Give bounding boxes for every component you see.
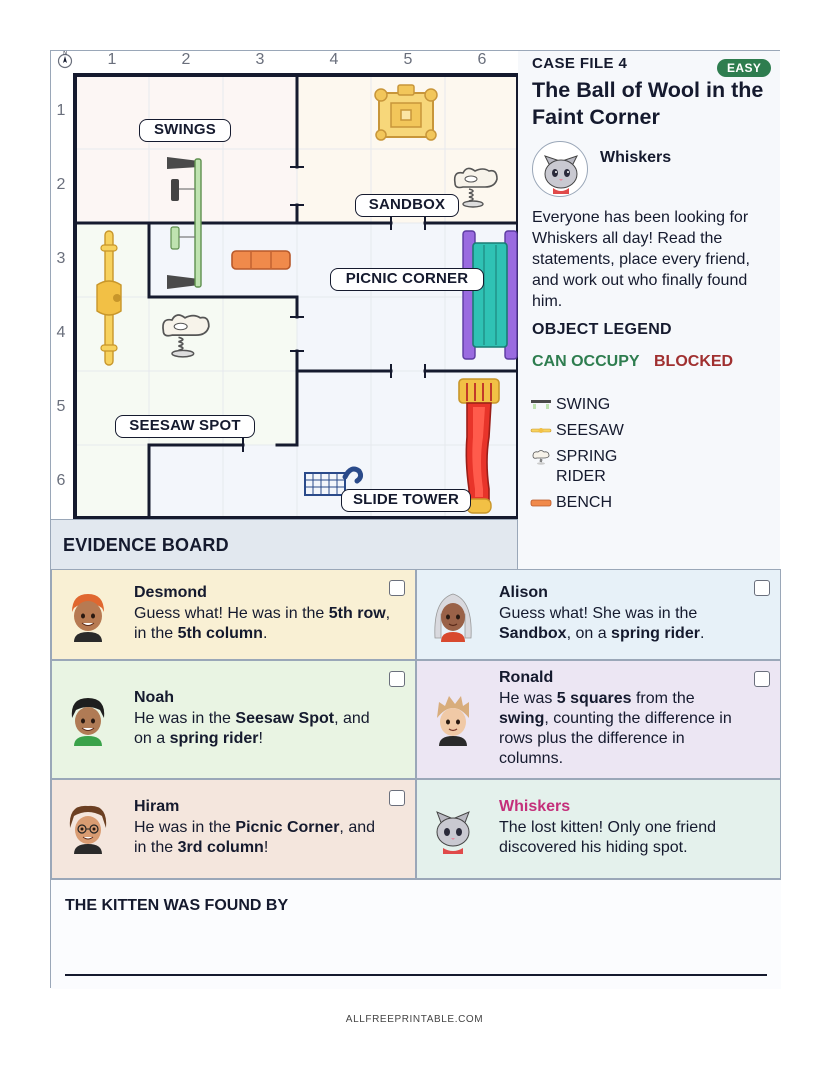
friend-name: Alison xyxy=(499,584,548,601)
kitten-icon xyxy=(544,155,578,194)
solved-checkbox[interactable] xyxy=(389,790,405,806)
row-label: 5 xyxy=(56,398,66,415)
answer-section: THE KITTEN WAS FOUND BY xyxy=(51,879,781,989)
friend-name: Desmond xyxy=(134,584,207,601)
swing-icon xyxy=(167,157,202,289)
spring-rider-icon xyxy=(532,450,550,465)
svg-text:N: N xyxy=(63,51,67,57)
solved-checkbox[interactable] xyxy=(754,671,770,687)
friend-statement: He was in the Picnic Corner, and in the … xyxy=(134,819,376,856)
hiram-avatar xyxy=(69,805,107,854)
whiskers-portrait xyxy=(532,141,588,197)
playground-map: N 1 2 3 4 5 6 1 2 3 4 5 6 xyxy=(51,51,518,519)
evidence-card-noah: Noah He was in the Seesaw Spot, and on a… xyxy=(51,660,416,779)
bench-icon xyxy=(231,250,291,270)
solved-checkbox[interactable] xyxy=(754,580,770,596)
evidence-card-hiram: Hiram He was in the Picnic Corner, and i… xyxy=(51,779,416,879)
legend-can-occupy: CAN OCCUPY xyxy=(532,353,640,370)
case-intro: Everyone has been looking for Whiskers a… xyxy=(532,209,750,310)
evidence-board-header: EVIDENCE BOARD xyxy=(51,519,518,569)
friend-name: Hiram xyxy=(134,798,180,815)
spring-rider-icon xyxy=(453,167,498,208)
legend-item-swing: SWING xyxy=(530,395,636,415)
friend-statement: Guess what! She was in the Sandbox, on a… xyxy=(499,605,705,642)
character-name: Whiskers xyxy=(600,149,672,166)
case-info-panel: CASE FILE 4 EASY The Ball of Wool in the… xyxy=(518,51,780,569)
answer-line[interactable] xyxy=(65,974,767,976)
friend-statement: He was 5 squares from the swing, countin… xyxy=(499,690,732,767)
case-file-number: CASE FILE 4 xyxy=(532,55,628,72)
column-label: 5 xyxy=(403,51,413,68)
seesaw-floor xyxy=(75,445,149,519)
evidence-board-title: EVIDENCE BOARD xyxy=(63,535,229,555)
zone-label-slide-tower: SLIDE TOWER xyxy=(341,489,471,512)
zone-label-picnic-corner: PICNIC CORNER xyxy=(330,268,484,291)
friend-name: Whiskers xyxy=(499,798,571,815)
swing-icon xyxy=(531,400,551,409)
column-label: 4 xyxy=(329,51,339,68)
case-title: The Ball of Wool in the Faint Corner xyxy=(532,78,764,129)
evidence-card-desmond: Desmond Guess what! He was in the 5th ro… xyxy=(51,569,416,660)
noah-avatar xyxy=(71,698,105,746)
legend-item-seesaw: SEESAW xyxy=(530,421,636,441)
evidence-card-ronald: Ronald He was 5 squares from the swing, … xyxy=(416,660,781,779)
spring-rider-icon xyxy=(162,314,210,358)
answer-label: THE KITTEN WAS FOUND BY xyxy=(65,897,289,914)
difficulty-badge: EASY xyxy=(717,59,772,77)
bench-icon xyxy=(530,499,552,507)
friend-name: Noah xyxy=(134,689,174,706)
legend-title: OBJECT LEGEND xyxy=(532,321,672,338)
column-label: 2 xyxy=(181,51,191,68)
legend-item-bench: BENCH xyxy=(530,493,636,513)
legend-item-spring-rider: SPRING RIDER xyxy=(530,447,636,487)
desmond-avatar xyxy=(72,594,104,642)
friend-statement: He was in the Seesaw Spot, and on a spri… xyxy=(134,710,370,747)
solved-checkbox[interactable] xyxy=(389,671,405,687)
puzzle-sheet: N 1 2 3 4 5 6 1 2 3 4 5 6 xyxy=(50,50,781,989)
evidence-card-whiskers: Whiskers The lost kitten! Only one frien… xyxy=(416,779,781,879)
alison-avatar xyxy=(434,593,472,642)
zone-label-seesaw-spot: SEESAW SPOT xyxy=(115,415,255,438)
slide-icon xyxy=(458,378,500,514)
kitten-icon xyxy=(436,811,470,854)
column-label: 1 xyxy=(107,51,117,68)
column-label: 6 xyxy=(477,51,487,68)
site-footer: ALLFREEPRINTABLE.COM xyxy=(345,1014,484,1025)
evidence-card-alison: Alison Guess what! She was in the Sandbo… xyxy=(416,569,781,660)
legend-blocked: BLOCKED xyxy=(654,353,734,370)
friend-name: Ronald xyxy=(499,669,554,686)
ronald-avatar xyxy=(437,696,469,746)
friend-statement: The lost kitten! Only one friend discove… xyxy=(499,819,716,856)
row-label: 3 xyxy=(56,250,66,267)
friend-statement: Guess what! He was in the 5th row, in th… xyxy=(134,605,391,642)
climbing-net-icon xyxy=(304,466,364,496)
compass-icon: N xyxy=(57,51,73,69)
zone-label-swings: SWINGS xyxy=(139,119,231,142)
row-label: 1 xyxy=(56,102,66,119)
column-label: 3 xyxy=(255,51,265,68)
solved-checkbox[interactable] xyxy=(389,580,405,596)
seesaw-icon xyxy=(530,428,552,433)
sandbox-castle-icon xyxy=(374,84,438,141)
zone-label-sandbox: SANDBOX xyxy=(355,194,459,217)
row-label: 6 xyxy=(56,472,66,489)
row-label: 4 xyxy=(56,324,66,341)
picnic-table-icon xyxy=(462,230,518,360)
seesaw-icon xyxy=(96,230,122,366)
row-label: 2 xyxy=(56,176,66,193)
